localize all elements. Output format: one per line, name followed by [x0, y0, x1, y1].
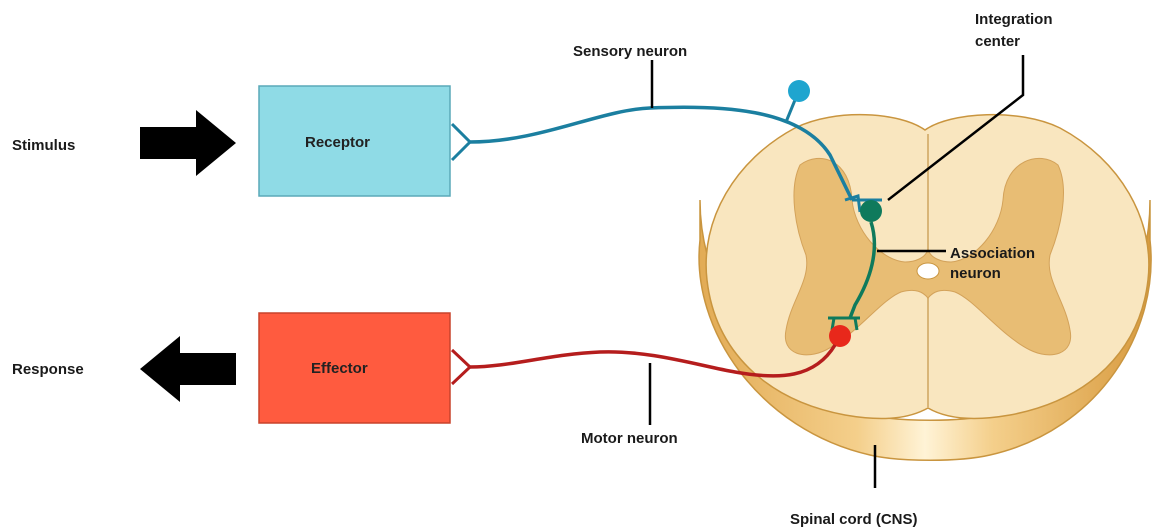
- response-label: Response: [12, 361, 84, 378]
- sensory-soma-stalk: [786, 100, 795, 122]
- integration-center-label-line2: center: [975, 33, 1020, 50]
- stimulus-label: Stimulus: [12, 137, 75, 154]
- motor-neuron-soma: [829, 325, 851, 347]
- receptor-terminal: [452, 124, 470, 160]
- sensory-neuron-label: Sensory neuron: [573, 43, 687, 60]
- association-neuron-soma: [860, 200, 882, 222]
- receptor-label: Receptor: [305, 134, 370, 151]
- stimulus-arrow: [140, 110, 236, 176]
- motor-neuron-label: Motor neuron: [581, 430, 678, 447]
- response-arrow: [140, 336, 236, 402]
- association-neuron-label-line1: Association: [950, 245, 1035, 262]
- effector-terminal: [452, 350, 470, 384]
- association-neuron-label-line2: neuron: [950, 265, 1001, 282]
- effector-label: Effector: [311, 360, 368, 377]
- central-canal: [917, 263, 939, 279]
- integration-center-label-line1: Integration: [975, 11, 1053, 28]
- sensory-neuron-soma: [788, 80, 810, 102]
- spinal-cord-label: Spinal cord (CNS): [790, 511, 918, 528]
